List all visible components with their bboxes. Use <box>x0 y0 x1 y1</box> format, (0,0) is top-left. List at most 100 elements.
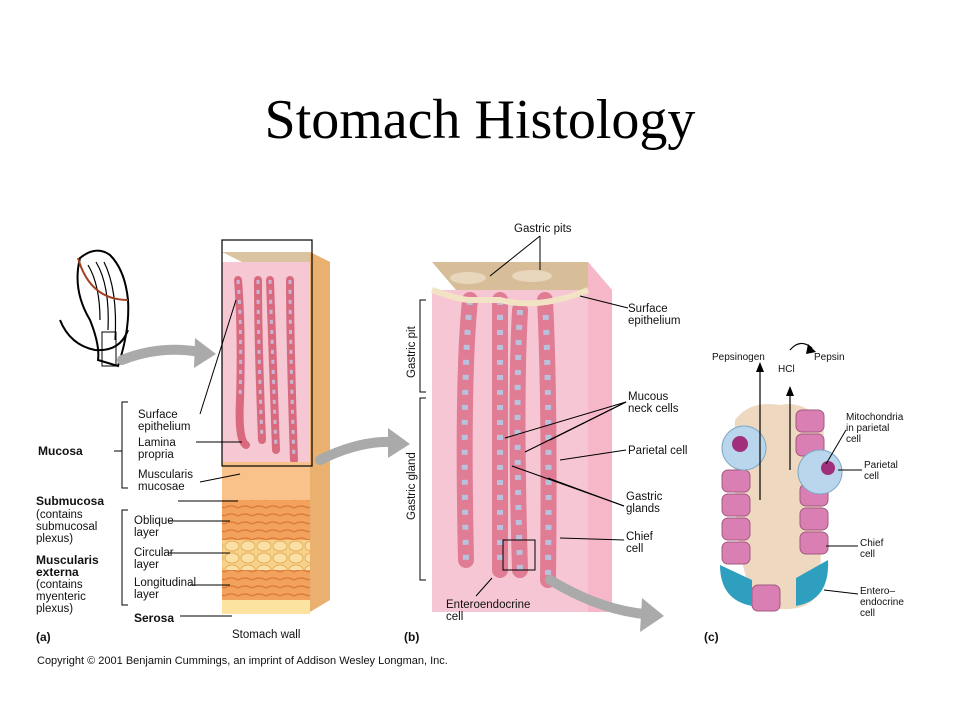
label-enteroendocrine-b-2: cell <box>446 611 463 623</box>
panel-c-leaders <box>823 429 862 595</box>
svg-text:cell: cell <box>864 471 879 482</box>
svg-text:layer: layer <box>134 559 159 571</box>
label-circular-1: Circular <box>134 547 174 559</box>
svg-text:submucosal: submucosal <box>36 521 97 533</box>
svg-text:Circular: Circular <box>134 547 174 559</box>
svg-text:layer: layer <box>134 589 159 601</box>
label-gastric-glands-1: Gastric <box>626 491 663 503</box>
gland-detail <box>720 342 843 612</box>
zoom-arrow-2 <box>315 436 400 465</box>
label-muscularis-note-2: myenteric <box>36 591 86 603</box>
label-mucosa: Mucosa <box>38 444 83 458</box>
svg-text:endocrine: endocrine <box>860 597 904 608</box>
label-gastric-pits: Gastric pits <box>514 223 572 235</box>
panel-c-labels: Pepsinogen Pepsin HCl Mitochondria in pa… <box>704 352 904 644</box>
label-entero-c-3: cell <box>860 608 875 619</box>
label-chief-c-2: cell <box>860 549 875 560</box>
label-oblique-2: layer <box>134 527 159 539</box>
svg-text:Longitudinal: Longitudinal <box>134 577 196 589</box>
slide-title: Stomach Histology <box>264 89 696 151</box>
label-submucosa: Submucosa <box>36 494 104 508</box>
stomach-icon <box>59 249 130 368</box>
panel-a-leaders <box>114 299 242 617</box>
label-surface-epithelium-a-1: Surface <box>138 409 178 421</box>
label-chief-cell-b-2: cell <box>626 543 643 555</box>
svg-text:myenteric: myenteric <box>36 591 86 603</box>
copyright-notice: Copyright © 2001 Benjamin Cummings, an i… <box>37 655 448 667</box>
label-muscularis-note-3: plexus) <box>36 603 73 615</box>
label-submucosa-note-3: plexus) <box>36 533 73 545</box>
panel-a-labels: Surface epithelium Lamina propria Muscul… <box>36 409 300 644</box>
svg-text:(contains: (contains <box>36 509 83 521</box>
gastric-gland-block <box>430 262 612 612</box>
panel-b-tag: (b) <box>404 630 419 644</box>
svg-text:Entero–: Entero– <box>860 586 895 597</box>
svg-text:mucosae: mucosae <box>138 481 185 493</box>
label-pepsinogen: Pepsinogen <box>712 352 765 363</box>
svg-text:Surface: Surface <box>628 303 668 315</box>
label-parietal-cell-b: Parietal cell <box>628 445 687 457</box>
svg-text:Lamina: Lamina <box>138 437 176 449</box>
svg-text:Muscularis: Muscularis <box>138 469 193 481</box>
label-parietal-c-2: cell <box>864 471 879 482</box>
label-muscularis-mucosae-2: mucosae <box>138 481 185 493</box>
label-gastric-glands-2: glands <box>626 503 660 515</box>
label-mitochondria-2: in parietal <box>846 423 889 434</box>
svg-text:externa: externa <box>36 565 79 579</box>
label-muscularis-externa-1: Muscularis <box>36 553 99 567</box>
label-lamina-propria-2: propria <box>138 449 174 461</box>
label-hcl: HCl <box>778 364 795 375</box>
svg-text:plexus): plexus) <box>36 533 73 545</box>
label-stomach-wall: Stomach wall <box>232 629 300 641</box>
label-mitochondria-3: cell <box>846 434 861 445</box>
panel-a-tag: (a) <box>36 630 51 644</box>
label-chief-cell-b-1: Chief <box>626 531 654 543</box>
svg-text:(contains: (contains <box>36 579 83 591</box>
panel-c-tag: (c) <box>704 630 719 644</box>
svg-text:Chief: Chief <box>626 531 654 543</box>
svg-text:cell: cell <box>846 434 861 445</box>
label-mucous-neck-2: neck cells <box>628 403 679 415</box>
svg-text:plexus): plexus) <box>36 603 73 615</box>
label-pepsin: Pepsin <box>814 352 845 363</box>
svg-text:epithelium: epithelium <box>138 421 190 433</box>
label-surface-epithelium-b-2: epithelium <box>628 315 680 327</box>
svg-text:Muscularis: Muscularis <box>36 553 99 567</box>
svg-text:in parietal: in parietal <box>846 423 889 434</box>
label-longitudinal-2: layer <box>134 589 159 601</box>
label-gastric-gland: Gastric gland <box>406 452 418 520</box>
stomach-wall-block <box>221 239 330 614</box>
svg-text:cell: cell <box>446 611 463 623</box>
svg-text:propria: propria <box>138 449 174 461</box>
svg-text:Gastric: Gastric <box>626 491 663 503</box>
label-chief-c-1: Chief <box>860 538 884 549</box>
label-lamina-propria-1: Lamina <box>138 437 176 449</box>
svg-text:Oblique: Oblique <box>134 515 174 527</box>
svg-text:Mucous: Mucous <box>628 391 669 403</box>
label-parietal-c-1: Parietal <box>864 460 898 471</box>
svg-text:neck cells: neck cells <box>628 403 679 415</box>
svg-text:epithelium: epithelium <box>628 315 680 327</box>
label-enteroendocrine-b-1: Enteroendocrine <box>446 599 530 611</box>
svg-text:cell: cell <box>626 543 643 555</box>
svg-text:Enteroendocrine: Enteroendocrine <box>446 599 530 611</box>
label-gastric-pit: Gastric pit <box>406 325 418 378</box>
label-entero-c-2: endocrine <box>860 597 904 608</box>
svg-text:cell: cell <box>860 549 875 560</box>
label-muscularis-note-1: (contains <box>36 579 83 591</box>
label-muscularis-mucosae-1: Muscularis <box>138 469 193 481</box>
svg-text:layer: layer <box>134 527 159 539</box>
label-mucous-neck-1: Mucous <box>628 391 669 403</box>
zoom-arrow-3 <box>545 575 650 619</box>
label-entero-c-1: Entero– <box>860 586 895 597</box>
label-submucosa-note-2: submucosal <box>36 521 97 533</box>
label-circular-2: layer <box>134 559 159 571</box>
svg-text:cell: cell <box>860 608 875 619</box>
svg-text:Surface: Surface <box>138 409 178 421</box>
label-submucosa-note-1: (contains <box>36 509 83 521</box>
label-longitudinal-1: Longitudinal <box>134 577 196 589</box>
label-serosa: Serosa <box>134 611 174 625</box>
label-surface-epithelium-b-1: Surface <box>628 303 668 315</box>
zoom-arrow-1 <box>117 344 205 365</box>
